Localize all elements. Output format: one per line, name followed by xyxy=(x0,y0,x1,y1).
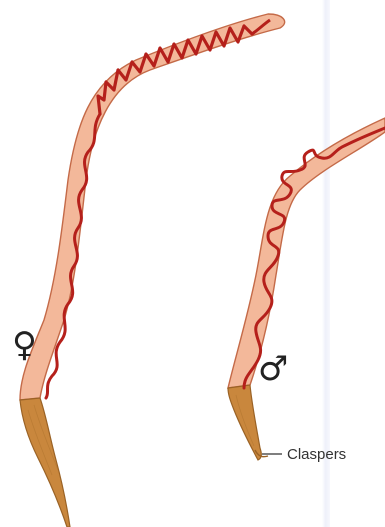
male-body xyxy=(228,118,385,388)
female-worm: ♀ xyxy=(12,14,285,527)
female-tail xyxy=(20,398,70,527)
female-symbol: ♀ xyxy=(12,325,37,365)
claspers-label: Claspers xyxy=(287,446,346,463)
male-worm: ♂ Claspers xyxy=(228,118,385,463)
male-symbol: ♂ xyxy=(258,349,288,389)
